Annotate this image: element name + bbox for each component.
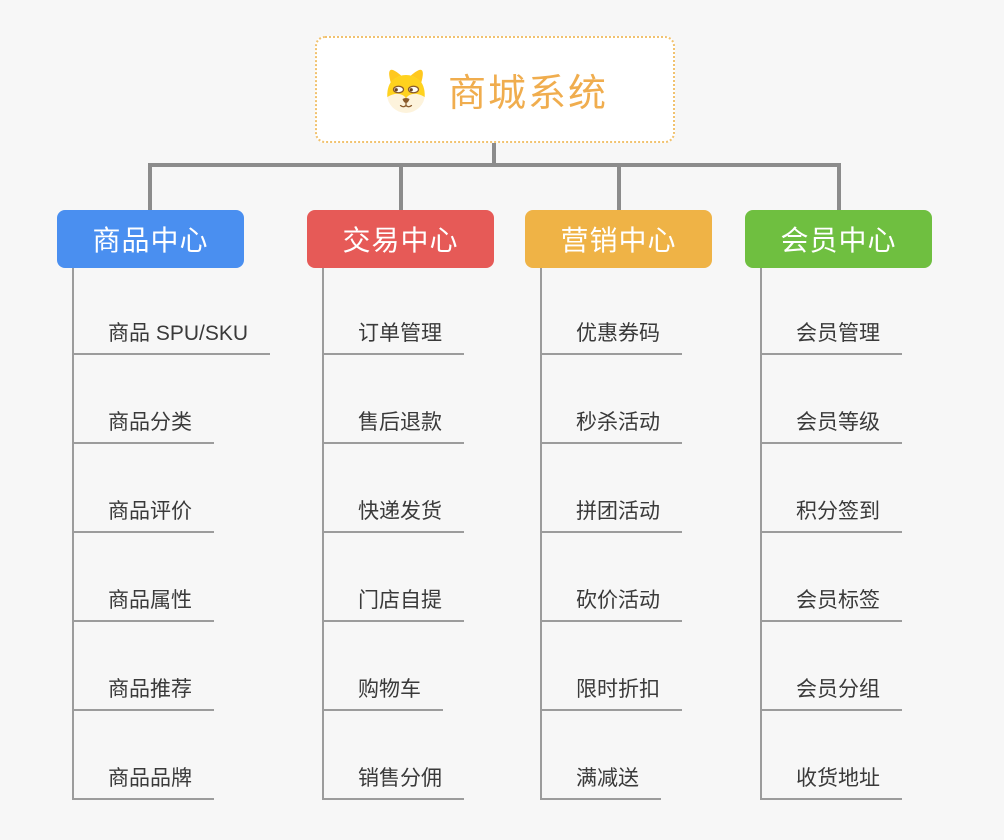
child-node-row: 会员管理 <box>760 268 902 355</box>
child-node-label[interactable]: 商品 SPU/SKU <box>72 323 271 355</box>
child-node-label[interactable]: 商品品牌 <box>72 768 214 800</box>
child-node-row: 限时折扣 <box>540 622 682 711</box>
child-node-row: 商品推荐 <box>72 622 270 711</box>
child-node-row: 商品分类 <box>72 355 270 444</box>
child-node-label[interactable]: 商品属性 <box>72 590 214 622</box>
child-node-row: 商品评价 <box>72 444 270 533</box>
child-node-row: 购物车 <box>322 622 464 711</box>
child-node-row: 收货地址 <box>760 711 902 800</box>
child-node-label[interactable]: 收货地址 <box>760 768 902 800</box>
child-node-row: 拼团活动 <box>540 444 682 533</box>
child-node-row: 商品 SPU/SKU <box>72 268 271 355</box>
child-node-label[interactable]: 会员标签 <box>760 590 902 622</box>
child-node-row: 会员分组 <box>760 622 902 711</box>
child-node-label[interactable]: 拼团活动 <box>540 501 682 533</box>
child-node-row: 砍价活动 <box>540 533 682 622</box>
child-node-label[interactable]: 商品评价 <box>72 501 214 533</box>
child-node-label[interactable]: 售后退款 <box>322 412 464 444</box>
root-title: 商城系统 <box>447 73 608 115</box>
child-node-row: 满减送 <box>540 711 682 800</box>
child-node-label[interactable]: 会员管理 <box>760 323 902 355</box>
child-node-row: 会员等级 <box>760 355 902 444</box>
branch-children-trade-center: 订单管理 售后退款 快递发货 门店自提 购物车 销售分佣 <box>322 268 464 800</box>
child-node-label[interactable]: 门店自提 <box>322 590 464 622</box>
child-node-row: 快递发货 <box>322 444 464 533</box>
branch-node-marketing-center[interactable]: 营销中心 <box>525 210 712 268</box>
branch-children-marketing-center: 优惠券码 秒杀活动 拼团活动 砍价活动 限时折扣 满减送 <box>540 268 682 800</box>
child-node-label[interactable]: 商品推荐 <box>72 679 214 711</box>
child-node-row: 会员标签 <box>760 533 902 622</box>
branch-node-member-center[interactable]: 会员中心 <box>745 210 932 268</box>
child-node-row: 售后退款 <box>322 355 464 444</box>
root-node[interactable]: 商城系统 <box>315 36 675 143</box>
child-node-row: 秒杀活动 <box>540 355 682 444</box>
child-node-row: 商品品牌 <box>72 711 270 800</box>
child-node-row: 积分签到 <box>760 444 902 533</box>
child-node-label[interactable]: 商品分类 <box>72 412 214 444</box>
child-node-label[interactable]: 会员分组 <box>760 679 902 711</box>
child-node-row: 门店自提 <box>322 533 464 622</box>
branch-node-product-center[interactable]: 商品中心 <box>57 210 244 268</box>
child-node-row: 销售分佣 <box>322 711 464 800</box>
child-node-label[interactable]: 购物车 <box>322 679 443 711</box>
child-node-row: 优惠券码 <box>540 268 682 355</box>
child-node-row: 商品属性 <box>72 533 270 622</box>
branch-node-trade-center[interactable]: 交易中心 <box>307 210 494 268</box>
child-node-label[interactable]: 满减送 <box>540 768 661 800</box>
child-node-label[interactable]: 订单管理 <box>322 323 464 355</box>
child-node-label[interactable]: 销售分佣 <box>322 768 464 800</box>
child-node-label[interactable]: 会员等级 <box>760 412 902 444</box>
child-node-label[interactable]: 积分签到 <box>760 501 902 533</box>
child-node-label[interactable]: 快递发货 <box>322 501 464 533</box>
child-node-label[interactable]: 砍价活动 <box>540 590 682 622</box>
branch-children-product-center: 商品 SPU/SKU 商品分类 商品评价 商品属性 商品推荐 商品品牌 <box>72 268 271 800</box>
child-node-label[interactable]: 优惠券码 <box>540 323 682 355</box>
child-node-label[interactable]: 秒杀活动 <box>540 412 682 444</box>
child-node-row: 订单管理 <box>322 268 464 355</box>
branch-children-member-center: 会员管理 会员等级 积分签到 会员标签 会员分组 收货地址 <box>760 268 902 800</box>
dog-face-icon <box>386 69 425 113</box>
child-node-label[interactable]: 限时折扣 <box>540 679 682 711</box>
